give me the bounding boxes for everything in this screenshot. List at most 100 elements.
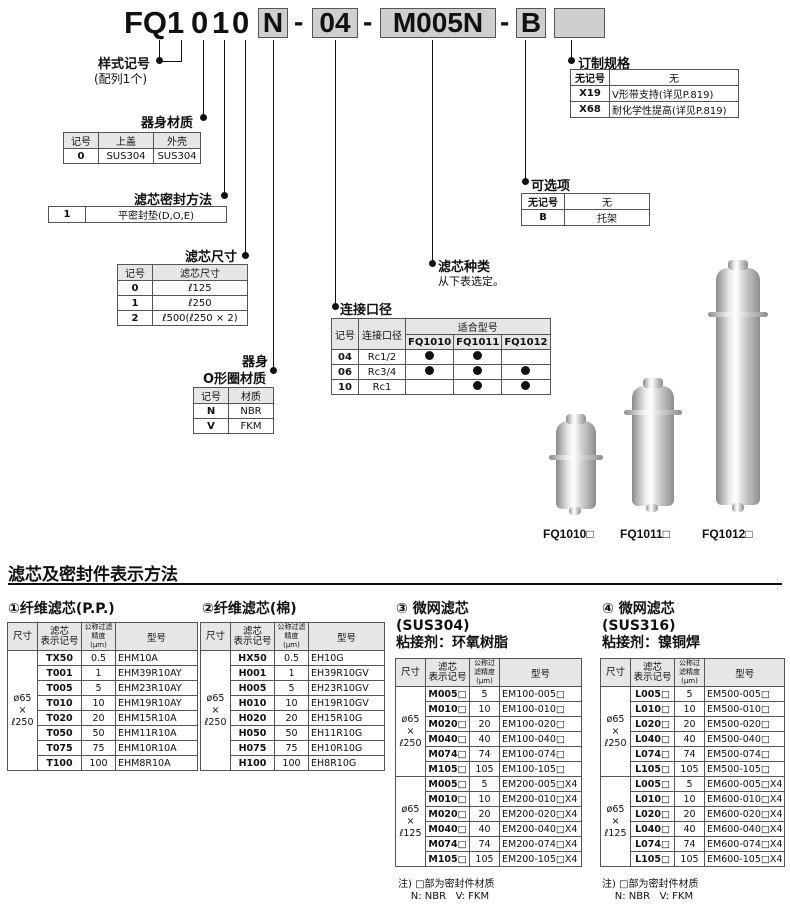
- cell: 40: [469, 731, 500, 747]
- cell: Rc1/2: [358, 349, 406, 365]
- leader-dot: [429, 260, 436, 267]
- cell: EM600-010□X4: [703, 791, 786, 807]
- cell: M040□: [425, 821, 470, 837]
- filter-1-title: ①纤维滤芯(P.P.): [8, 601, 115, 617]
- cell: EM100-105□: [499, 761, 582, 777]
- cell: V: [193, 418, 229, 434]
- model-digit-material: 1: [212, 5, 230, 40]
- cell: EM600-020□X4: [703, 806, 786, 822]
- th: 尺寸: [7, 622, 38, 651]
- th: 滤芯 表示记号: [425, 658, 470, 687]
- leader-dot: [522, 178, 529, 185]
- cell: EM500-074□: [703, 746, 786, 762]
- port-title: 连接口径: [340, 303, 393, 318]
- th: 记号: [331, 318, 359, 350]
- cell: L074□: [630, 746, 675, 762]
- th: 尺寸: [600, 658, 631, 687]
- th: 型号: [115, 622, 198, 651]
- cell: 10: [331, 379, 359, 395]
- leader-dot: [221, 192, 228, 199]
- cell: EM200-074□X4: [499, 836, 582, 852]
- cell: 5: [81, 680, 116, 696]
- cell: 无: [564, 193, 650, 210]
- model-prefix: FQ1: [124, 5, 185, 40]
- th: 适合型号: [405, 318, 551, 335]
- cell: 50: [81, 725, 116, 741]
- fit-cell: [501, 379, 551, 395]
- size-cell: ø65 × ℓ250: [600, 686, 631, 777]
- cell: EM100-010□: [499, 701, 582, 717]
- seal-method-title: 滤芯密封方法: [134, 193, 213, 208]
- cell: L105□: [630, 851, 675, 867]
- leader-dot: [270, 367, 277, 374]
- cell: EM200-020□X4: [499, 806, 582, 822]
- cell: 5: [674, 776, 705, 792]
- cell: EHM19R10AY: [115, 695, 198, 711]
- cell: ℓ125: [152, 280, 248, 296]
- cell: EH39R10GV: [308, 665, 385, 681]
- cell: 100: [81, 755, 116, 771]
- cell: L040□: [630, 821, 675, 837]
- th: 型号: [703, 658, 786, 687]
- leader-dot: [332, 303, 339, 310]
- cell: 75: [81, 740, 116, 756]
- element-type-subtitle: 从下表选定。: [438, 275, 504, 288]
- leader-line: [224, 40, 225, 195]
- cell: M105□: [425, 851, 470, 867]
- code-dash: -: [294, 6, 304, 37]
- custom-code-box: [554, 8, 605, 38]
- option-code-box: B: [516, 8, 546, 38]
- cell: EM600-105□X4: [703, 851, 786, 867]
- body-material-title: 器身材质: [141, 116, 194, 131]
- cell: 5: [274, 680, 309, 696]
- leader-line: [335, 40, 336, 308]
- cell: V形带支持(详见P.819): [609, 85, 739, 102]
- cell: 105: [469, 761, 500, 777]
- fit-dot-icon: [425, 351, 435, 360]
- cell: H100: [230, 755, 275, 771]
- cell: T005: [37, 680, 82, 696]
- cell: X19: [570, 85, 610, 102]
- cell: 1: [48, 206, 86, 223]
- cell: EM500-020□: [703, 716, 786, 732]
- cell: L010□: [630, 701, 675, 717]
- size-cell: ø65 × ℓ250: [200, 650, 231, 771]
- cell: TX50: [37, 650, 82, 666]
- th: 记号: [63, 132, 99, 149]
- cell: 06: [331, 364, 359, 380]
- cell: 20: [469, 716, 500, 732]
- cell: 74: [674, 836, 705, 852]
- th: 型号: [499, 658, 582, 687]
- th: 上盖: [98, 132, 154, 149]
- custom-title: 订制规格: [578, 57, 631, 72]
- cell: EM200-010□X4: [499, 791, 582, 807]
- section-title: 滤芯及密封件表示方法: [8, 565, 178, 585]
- cell: EHM10A: [115, 650, 198, 666]
- th: FQ1012: [501, 334, 551, 350]
- cell: EM600-005□X4: [703, 776, 786, 792]
- th: 公称过滤精度 (μm): [81, 622, 116, 651]
- cell: L010□: [630, 791, 675, 807]
- cell: Rc1: [358, 379, 406, 395]
- cell: M005□: [425, 686, 470, 702]
- cell: T010: [37, 695, 82, 711]
- cell: 74: [469, 746, 500, 762]
- cell: 无: [609, 69, 739, 86]
- cell: H050: [230, 725, 275, 741]
- cell: HX50: [230, 650, 275, 666]
- filter-4-note: 注) □部为密封件材质 N: NBR V: FKM: [602, 879, 699, 902]
- cell: EM500-010□: [703, 701, 786, 717]
- cell: H001: [230, 665, 275, 681]
- cell: M010□: [425, 701, 470, 717]
- fit-cell: [404, 379, 455, 395]
